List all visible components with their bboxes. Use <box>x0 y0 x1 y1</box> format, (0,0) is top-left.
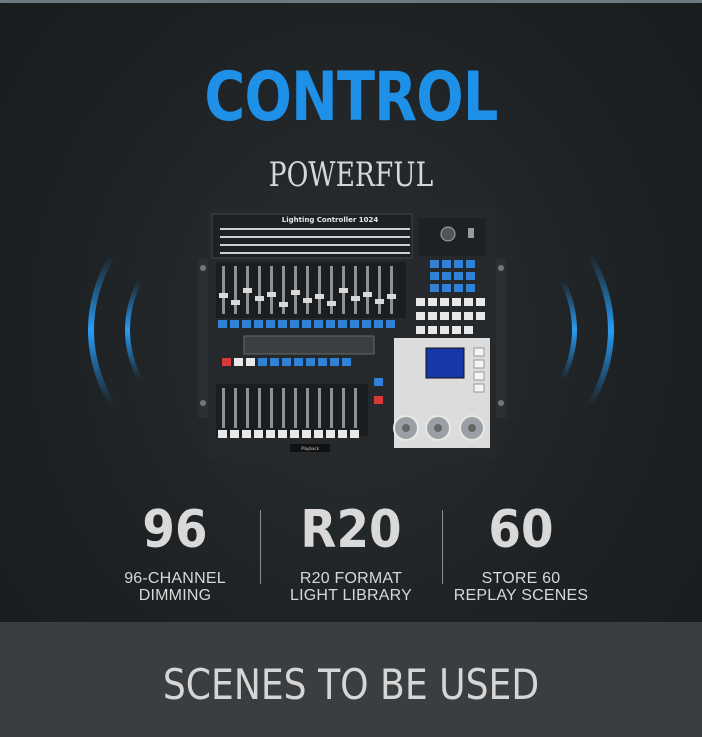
stat-divider <box>260 510 261 584</box>
page-subtitle: POWERFUL <box>268 155 434 195</box>
footer-title: SCENES TO BE USED <box>162 660 540 709</box>
stat-label-line1: STORE 60 <box>481 570 561 587</box>
stat-value: 96 <box>142 500 208 560</box>
stat-library: R20 R20 FORMAT LIGHT LIBRARY <box>266 500 436 604</box>
footer-band: SCENES TO BE USED <box>0 622 702 737</box>
stat-label-line1: 96-CHANNEL <box>124 570 226 587</box>
console-fader-tag: Playback <box>301 446 320 451</box>
stat-divider <box>442 510 443 584</box>
feature-stats: 96 96-CHANNEL DIMMING R20 R20 FORMAT LIG… <box>90 500 610 610</box>
stat-label-line2: REPLAY SCENES <box>453 587 589 604</box>
top-border <box>0 0 702 3</box>
page-title: CONTROL <box>204 58 498 137</box>
stat-label-line1: R20 FORMAT <box>299 570 403 587</box>
lighting-console-image: Lighting Controller 1024 <box>198 210 506 458</box>
stat-label-line2: LIGHT LIBRARY <box>289 587 413 604</box>
stat-value: R20 <box>300 500 402 560</box>
console-panel-label: Lighting Controller 1024 <box>282 216 379 224</box>
stat-channels: 96 96-CHANNEL DIMMING <box>90 500 260 604</box>
stat-value: 60 <box>488 500 554 560</box>
stat-label-line2: DIMMING <box>138 587 212 604</box>
stat-scenes: 60 STORE 60 REPLAY SCENES <box>436 500 606 604</box>
signal-arcs-icon <box>88 252 614 408</box>
